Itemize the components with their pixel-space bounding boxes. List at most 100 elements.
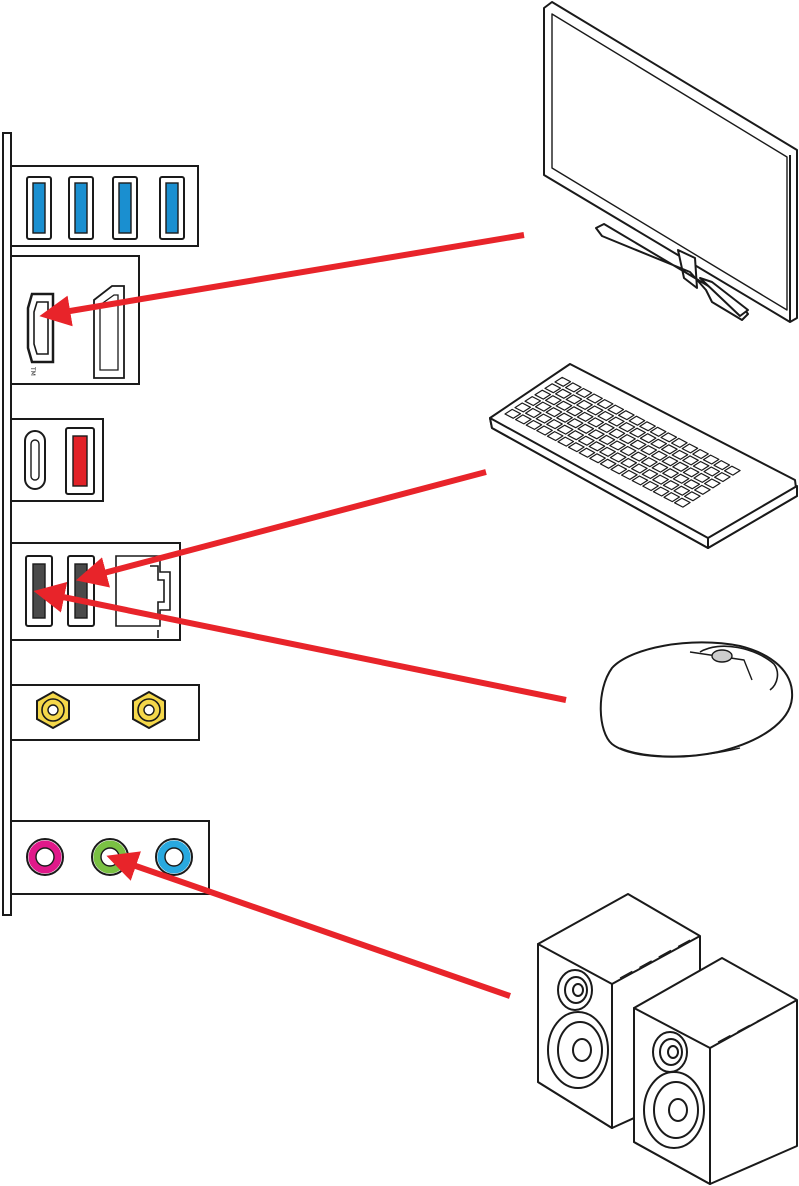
keyboard-key [662,480,680,491]
keyboard-key [567,430,585,441]
hdmi-port [26,292,55,364]
mouse-illustration [599,641,794,758]
keyboard-key [504,408,522,419]
keyboard-key [588,441,606,452]
antenna-connector [132,690,166,730]
usb-a-port-keyboard [67,555,95,627]
keyboard-key [578,447,596,458]
keyboard-key [652,474,669,485]
keyboard-key [620,469,638,480]
hdmi-displayport-group: TM [10,255,140,385]
keyboard-key [587,417,605,428]
keyboard-key [557,436,575,447]
keyboard-key [546,419,563,430]
keyboard-key [599,446,616,457]
keyboard-key [597,422,615,433]
keyboard-key [514,402,532,413]
keyboard-key [536,425,553,436]
keyboard-key [662,468,679,479]
connection-arrows [33,232,567,999]
keyboard-key [630,451,648,462]
keyboard-key [524,396,542,407]
keyboard-key [640,445,658,456]
keyboard-key [586,393,603,404]
keyboard-key [525,419,543,430]
io-backplate [2,132,12,916]
keyboard-key [703,466,721,477]
keyboard-key [652,486,670,497]
keyboard-key [651,462,669,473]
keyboard-key [649,426,667,437]
keyboard-key [713,472,731,483]
keyboard-key [599,458,617,469]
audio-jack-pink [26,838,64,876]
keyboard-key [693,484,711,495]
keyboard-key [660,432,678,443]
keyboard-key [576,399,593,410]
usb-a-port [159,176,185,240]
keyboard-key [589,453,606,464]
keyboard-key [556,424,574,435]
keyboard-key [670,437,688,448]
keyboard-key [650,438,668,449]
keyboard-key [554,388,572,399]
keyboard-key [619,445,637,457]
audio-jack-blue [155,838,193,876]
speakers-illustration [537,893,798,1185]
keyboard-key [641,469,659,480]
keyboard-key [620,457,638,468]
keyboard-key [566,418,584,429]
keyboard-key [650,450,668,461]
keyboard-key [660,444,678,455]
keyboard-key [609,452,627,463]
keyboard-key [682,455,699,466]
monitor-illustration [543,1,798,323]
keyboard-key [702,454,720,465]
keyboard-key [619,434,636,445]
usb-c-port [24,430,46,490]
keyboard-key [577,423,595,434]
hdmi-trademark-label: TM [29,366,36,376]
keyboard-key [596,399,614,410]
usb-a-port-red [65,427,95,495]
keyboard-key [597,410,615,422]
keyboard-key [607,416,625,427]
keyboard-illustration [489,363,798,549]
keyboard-key [607,404,625,415]
antenna-group [10,684,200,741]
keyboard-key [567,442,585,453]
keyboard-key [534,389,552,400]
keyboard-key [629,439,647,450]
keyboard-key [672,473,690,484]
keyboard-key [628,415,646,426]
keyboard-key [682,467,700,478]
keyboard-key [576,411,594,422]
keyboard-key [661,456,679,467]
keyboard-key [535,413,553,424]
keyboard-key [565,394,583,405]
keyboard-key [692,448,709,460]
keyboard-key [673,485,691,496]
keyboard-key [629,427,646,438]
keyboard-key [586,405,604,416]
usb-a-port [26,176,52,240]
keyboard-key [546,431,564,442]
displayport-port [93,285,125,379]
arrow-mouse-to-usb [33,581,567,703]
keyboard-key [723,465,741,476]
keyboard-key [639,421,656,432]
keyboard-key [639,433,657,444]
usb-a-port [68,176,94,240]
usb-a-port-mouse [25,555,53,627]
keyboard-key [683,491,701,502]
usb-a-4-port-group [10,165,199,247]
arrow-keyboard-to-usb [75,469,487,588]
keyboard-key [577,435,595,446]
arrow-monitor-to-hdmi [39,232,525,327]
antenna-connector [36,690,70,730]
keyboard-key [575,387,593,398]
keyboard-key [618,422,636,433]
keyboard-key [630,463,648,474]
keyboard-key [544,395,562,406]
